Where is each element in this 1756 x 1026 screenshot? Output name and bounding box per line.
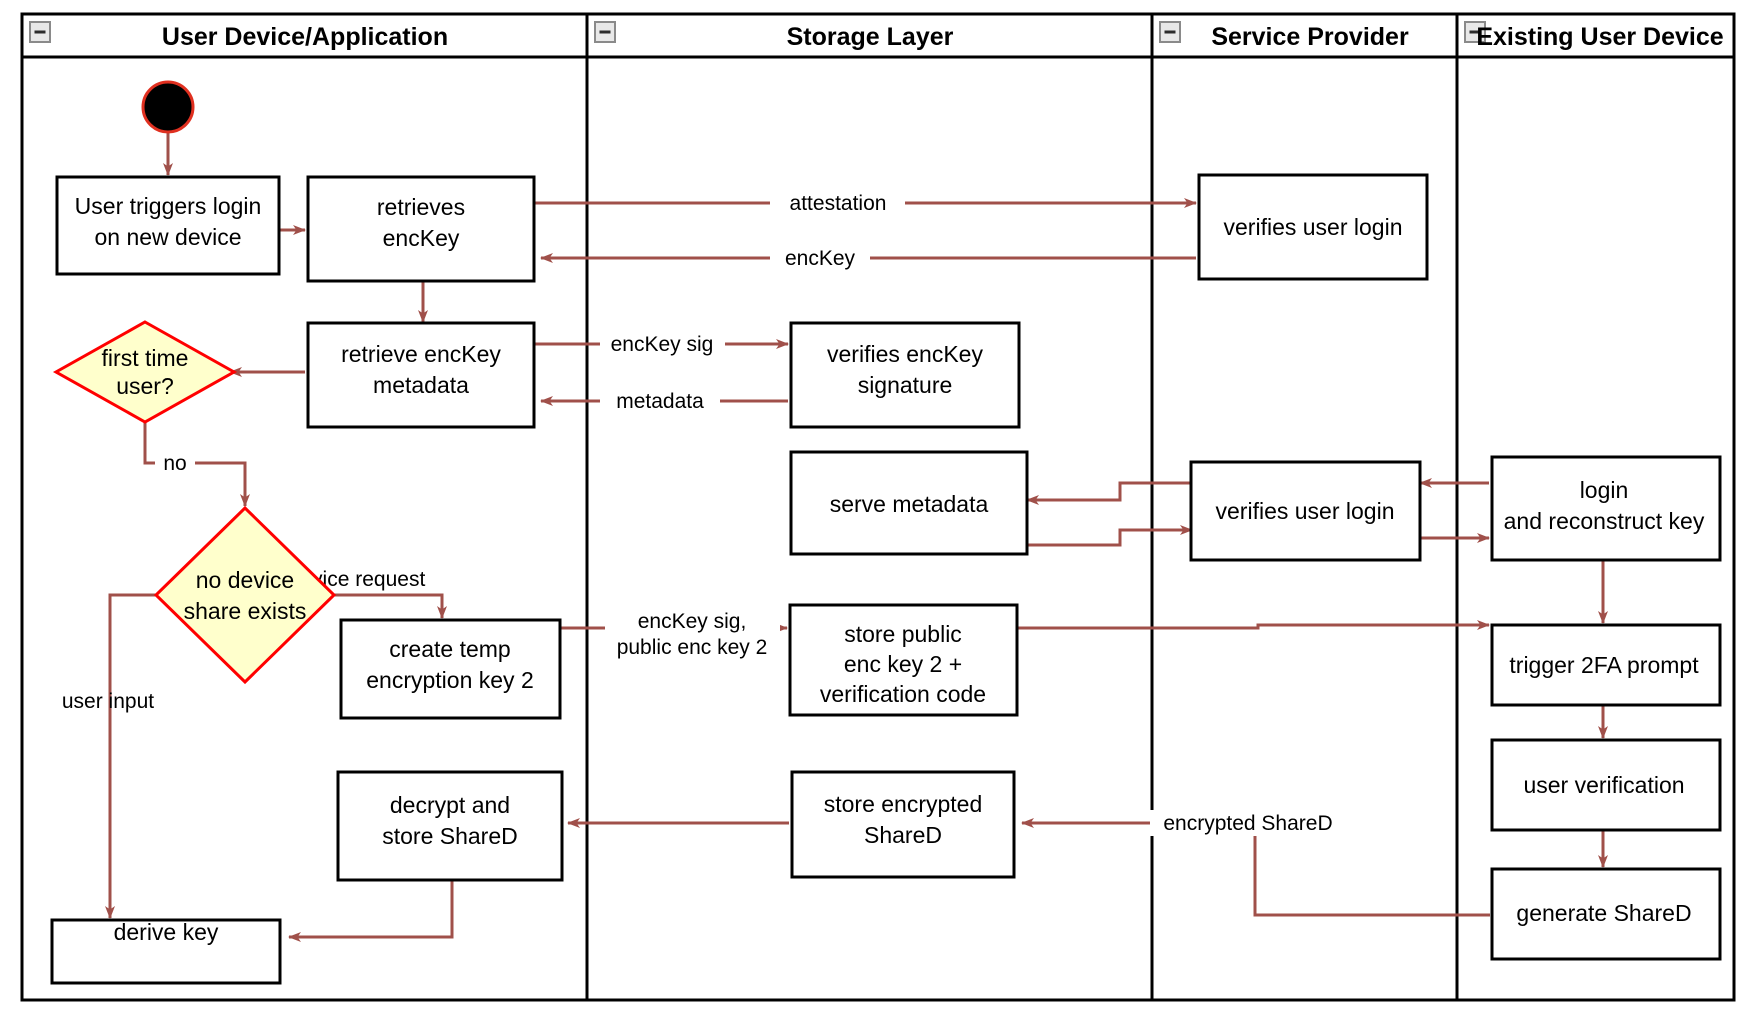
node-label: metadata bbox=[373, 372, 469, 398]
node-user-verification[interactable]: user verification bbox=[1490, 738, 1722, 832]
node-label: User triggers login bbox=[75, 193, 262, 219]
node-retrieves-enckey[interactable]: retrieves encKey bbox=[306, 175, 536, 283]
edge-provider-to-serve-metadata bbox=[1026, 481, 1192, 505]
edge-label-enckey-sig-pub-2: public enc key 2 bbox=[617, 636, 768, 659]
decision-label: share exists bbox=[184, 598, 307, 624]
edge-label-encrypted-shared: encrypted ShareD bbox=[1163, 812, 1332, 835]
edge-serve-metadata-to-provider bbox=[1027, 525, 1193, 547]
node-label: encKey bbox=[383, 225, 460, 251]
decision-label: first time bbox=[102, 345, 189, 371]
edge-label-enckey-sig: encKey sig bbox=[611, 333, 714, 356]
node-serve-metadata[interactable]: serve metadata bbox=[789, 450, 1029, 556]
node-derive-key[interactable]: derive key bbox=[50, 918, 282, 985]
edge-device-request bbox=[330, 593, 447, 619]
node-login-reconstruct-key[interactable]: login and reconstruct key bbox=[1490, 455, 1722, 562]
edge-label-no: no bbox=[163, 452, 186, 475]
node-label: verifies user login bbox=[1224, 214, 1403, 240]
node-label: derive key bbox=[114, 919, 219, 945]
node-label: verifies encKey bbox=[827, 341, 983, 367]
edge-labels: attestation encKey encKey sig metadata n… bbox=[62, 190, 1345, 836]
lane-header-storage: Storage Layer bbox=[594, 21, 954, 51]
node-verifies-user-login-middle[interactable]: verifies user login bbox=[1189, 460, 1422, 562]
edge-store-to-2fa bbox=[1017, 620, 1490, 630]
node-label: retrieves bbox=[377, 194, 465, 220]
decision-label: user? bbox=[116, 373, 174, 399]
node-label: encryption key 2 bbox=[366, 667, 533, 693]
node-label: verification code bbox=[820, 681, 986, 707]
collapse-minus-icon[interactable] bbox=[594, 21, 616, 43]
node-user-triggers-login[interactable]: User triggers login on new device bbox=[55, 175, 281, 276]
node-label: generate ShareD bbox=[1516, 900, 1691, 926]
edge-label-attestation: attestation bbox=[790, 192, 887, 215]
edge-user-input bbox=[105, 593, 159, 919]
lane-header-user-device: User Device/Application bbox=[29, 21, 448, 51]
lane-header-service-provider: Service Provider bbox=[1159, 21, 1409, 51]
collapse-minus-icon[interactable] bbox=[1159, 21, 1181, 43]
node-verifies-enckey-signature[interactable]: verifies encKey signature bbox=[789, 321, 1021, 429]
decision-no-device-share[interactable]: no device share exists bbox=[153, 505, 337, 685]
node-label: and reconstruct key bbox=[1504, 508, 1705, 534]
node-label: retrieve encKey bbox=[341, 341, 501, 367]
node-decrypt-store-shared[interactable]: decrypt and store ShareD bbox=[336, 770, 564, 882]
node-label: user verification bbox=[1523, 772, 1684, 798]
edge-encrypted-shared bbox=[1021, 818, 1490, 917]
node-label: store ShareD bbox=[382, 823, 518, 849]
lane-title-user-device: User Device/Application bbox=[162, 23, 448, 51]
node-label: trigger 2FA prompt bbox=[1509, 652, 1699, 678]
node-label: serve metadata bbox=[830, 491, 989, 517]
lane-title-storage: Storage Layer bbox=[787, 23, 954, 51]
node-label: decrypt and bbox=[390, 792, 510, 818]
start-node bbox=[141, 80, 195, 134]
node-label: on new device bbox=[94, 224, 241, 250]
node-label: signature bbox=[858, 372, 953, 398]
node-label: create temp bbox=[389, 636, 510, 662]
lane-title-service-provider: Service Provider bbox=[1211, 23, 1409, 51]
node-label: ShareD bbox=[864, 822, 942, 848]
decision-label: no device bbox=[196, 567, 294, 593]
collapse-minus-icon[interactable] bbox=[1464, 21, 1486, 43]
node-retrieve-enckey-metadata[interactable]: retrieve encKey metadata bbox=[306, 321, 536, 429]
node-create-temp-encryption-key[interactable]: create temp encryption key 2 bbox=[339, 618, 562, 720]
lane-header-existing-device: Existing User Device bbox=[1464, 21, 1724, 51]
edge-label-user-input: user input bbox=[62, 690, 154, 713]
node-generate-shared[interactable]: generate ShareD bbox=[1490, 867, 1722, 961]
edge-label-metadata: metadata bbox=[616, 390, 704, 413]
edge-decrypt-to-derive bbox=[288, 879, 454, 942]
node-verifies-user-login-top[interactable]: verifies user login bbox=[1197, 173, 1429, 281]
node-label: enc key 2 + bbox=[844, 651, 962, 677]
edge-label-enckey: encKey bbox=[785, 247, 856, 270]
edge-label-enckey-sig-pub-1: encKey sig, bbox=[638, 610, 747, 633]
node-label: store encrypted bbox=[824, 791, 983, 817]
lane-title-existing-device: Existing User Device bbox=[1476, 23, 1723, 51]
node-label: store public bbox=[844, 621, 962, 647]
collapse-minus-icon[interactable] bbox=[29, 21, 51, 43]
node-store-encrypted-shared[interactable]: store encrypted ShareD bbox=[790, 770, 1016, 879]
node-trigger-2fa-prompt[interactable]: trigger 2FA prompt bbox=[1490, 623, 1722, 707]
node-label: login bbox=[1580, 477, 1629, 503]
node-store-public-enckey[interactable]: store public enc key 2 + verification co… bbox=[788, 603, 1019, 717]
decision-first-time-user[interactable]: first time user? bbox=[52, 320, 238, 424]
node-label: verifies user login bbox=[1216, 498, 1395, 524]
